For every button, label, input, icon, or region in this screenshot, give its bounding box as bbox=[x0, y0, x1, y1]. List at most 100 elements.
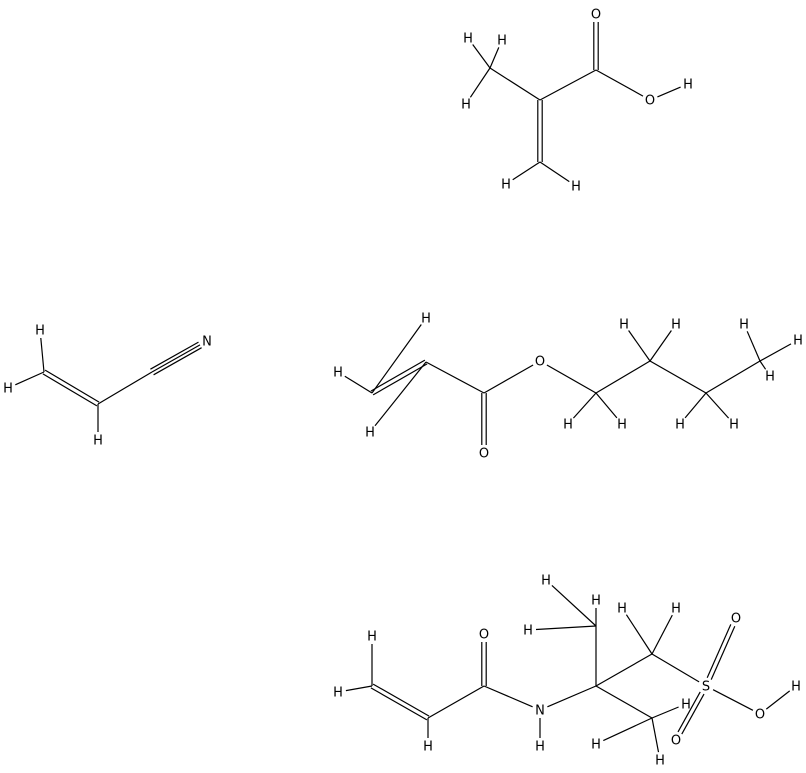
butyl-acrylate-bond-c4-h5 bbox=[595, 392, 618, 419]
acrylonitrile-bond-c2-c3 bbox=[97, 371, 153, 405]
atom-label-h: H bbox=[655, 754, 665, 769]
atom-label-o: O bbox=[479, 447, 489, 462]
methacrylic-acid-bond-cme-c2 bbox=[489, 67, 541, 101]
bond-layer bbox=[15, 22, 792, 753]
atom-label-h: H bbox=[3, 382, 13, 397]
atom-label-h: H bbox=[793, 334, 803, 349]
atom-label-h: H bbox=[617, 602, 627, 617]
methacrylic-acid-bond-c3-h5 bbox=[512, 161, 541, 181]
atom-label-h: H bbox=[333, 686, 343, 701]
methacrylic-acid-bond-h3-cme bbox=[489, 47, 500, 69]
butyl-acrylate-bond-c2-c3 bbox=[425, 361, 485, 394]
butyl-acrylate-bond-c5-h6 bbox=[628, 330, 651, 362]
atom-label-h: H bbox=[523, 624, 533, 639]
atom-label-h: H bbox=[671, 318, 681, 333]
atom-label-h: H bbox=[497, 34, 507, 49]
atom-label-h: H bbox=[675, 418, 685, 433]
atom-label-h: H bbox=[591, 594, 601, 609]
butyl-acrylate-bond-c7-h10 bbox=[746, 331, 761, 362]
butyl-acrylate-bond-c5-h7 bbox=[649, 330, 672, 362]
acrylonitrile-bond-c1-c2-a bbox=[42, 373, 98, 407]
amps-bond-n1-cq bbox=[547, 685, 597, 708]
atom-label-o: O bbox=[671, 734, 681, 749]
butyl-acrylate-bond-c1-c2-b bbox=[370, 359, 426, 392]
atom-label-h: H bbox=[683, 78, 693, 93]
amps-bond-c2-c3 bbox=[427, 685, 485, 719]
amps-bond-cm2-h7 bbox=[603, 717, 653, 742]
amps-bond-s1-os2-a bbox=[677, 691, 701, 733]
amps-bond-s1-os1-b bbox=[706, 624, 732, 679]
atom-label-o: O bbox=[479, 628, 489, 643]
atom-label-h: H bbox=[367, 630, 377, 645]
amps-bond-s1-os3 bbox=[712, 689, 754, 711]
amps-bond-s1-os1-a bbox=[710, 625, 736, 680]
amps-bond-os3-hs bbox=[765, 690, 791, 710]
molecule-butyl-acrylate: H H H O O H H H H H H H H H bbox=[333, 312, 803, 462]
atom-label-h: H bbox=[365, 426, 375, 441]
amps-bond-s1-os2-b bbox=[681, 693, 705, 735]
atom-label-h: H bbox=[333, 366, 343, 381]
amps-bond-cq-cm2 bbox=[595, 685, 653, 719]
butyl-acrylate-bond-c3-o2 bbox=[483, 364, 534, 394]
acrylonitrile-bond-c3-n1-c bbox=[150, 341, 199, 370]
amps-bond-c1-c2-b bbox=[372, 683, 430, 717]
butyl-acrylate-bond-c7-h12 bbox=[759, 360, 767, 370]
atom-label-o: O bbox=[755, 708, 765, 723]
acrylonitrile-bond-h2-c1 bbox=[15, 371, 45, 386]
amps-bond-cm2-h8 bbox=[651, 717, 660, 753]
amps-bond-c3-n1 bbox=[483, 685, 533, 708]
amps-bond-cm1-h4 bbox=[551, 584, 597, 627]
amps-bond-cm2-h9 bbox=[651, 706, 679, 719]
atom-label-n: N bbox=[535, 704, 545, 719]
atom-label-h: H bbox=[619, 318, 629, 333]
atom-label-h: H bbox=[563, 418, 573, 433]
butyl-acrylate-bond-c6-h8 bbox=[684, 392, 707, 419]
atom-label-h: H bbox=[681, 698, 691, 713]
butyl-acrylate-bond-c7-h11 bbox=[759, 343, 792, 362]
atom-label-h: H bbox=[93, 434, 103, 449]
butyl-acrylate-bond-c5-c6 bbox=[649, 360, 707, 394]
molecule-acrylonitrile: H H H N bbox=[3, 324, 212, 449]
acrylonitrile-bond-c1-c2-b bbox=[44, 369, 100, 403]
atom-label-h: H bbox=[571, 180, 581, 195]
atom-label-s: S bbox=[702, 680, 710, 695]
atom-label-h: H bbox=[739, 318, 749, 333]
butyl-acrylate-bond-c1-c2-a bbox=[372, 363, 428, 396]
methacrylic-acid-bond-c2-c1 bbox=[539, 69, 597, 101]
amps-bond-cq-cc bbox=[595, 653, 653, 687]
butyl-acrylate-bond-h2-c1 bbox=[344, 375, 373, 394]
atom-label-h: H bbox=[591, 738, 601, 753]
atom-label-o: O bbox=[591, 8, 601, 23]
butyl-acrylate-bond-c4-h4 bbox=[572, 392, 597, 419]
atom-label-h: H bbox=[423, 740, 433, 755]
atom-label-h: H bbox=[541, 574, 551, 589]
methacrylic-acid-bond-h1-cme bbox=[472, 44, 491, 69]
amps-bond-cc-h11 bbox=[651, 614, 673, 655]
acrylonitrile-bond-c3-n1-a bbox=[151, 344, 201, 373]
butyl-acrylate-bond-h1-c1 bbox=[371, 324, 422, 394]
methacrylic-acid-bond-c3-h6 bbox=[539, 161, 570, 183]
amps-bond-cm1-h5 bbox=[535, 625, 597, 631]
atom-label-h: H bbox=[461, 98, 471, 113]
atom-label-h: H bbox=[729, 418, 739, 433]
acrylonitrile-bond-c3-n1-b bbox=[153, 347, 202, 376]
atom-label-n: N bbox=[202, 335, 212, 350]
atom-label-h: H bbox=[35, 324, 45, 339]
atom-label-o: O bbox=[731, 612, 741, 627]
atom-label-o: O bbox=[535, 355, 545, 370]
methacrylic-acid-bond-o2-h4 bbox=[657, 86, 681, 98]
atom-label-h: H bbox=[617, 418, 627, 433]
atom-label-h: H bbox=[791, 680, 801, 695]
methacrylic-acid-bond-c1-o2 bbox=[595, 69, 644, 97]
acrylonitrile-bond-h1-c1 bbox=[40, 337, 45, 373]
butyl-acrylate-bond-c2-h3 bbox=[374, 361, 427, 427]
butyl-acrylate-bond-c6-h9 bbox=[705, 392, 730, 419]
atom-label-h: H bbox=[421, 312, 431, 327]
atom-label-h: H bbox=[765, 370, 775, 385]
amps-bond-h2-c1 bbox=[345, 685, 373, 692]
amps-bond-cc-s1 bbox=[651, 653, 700, 683]
methacrylic-acid-bond-h2-cme bbox=[469, 67, 491, 98]
